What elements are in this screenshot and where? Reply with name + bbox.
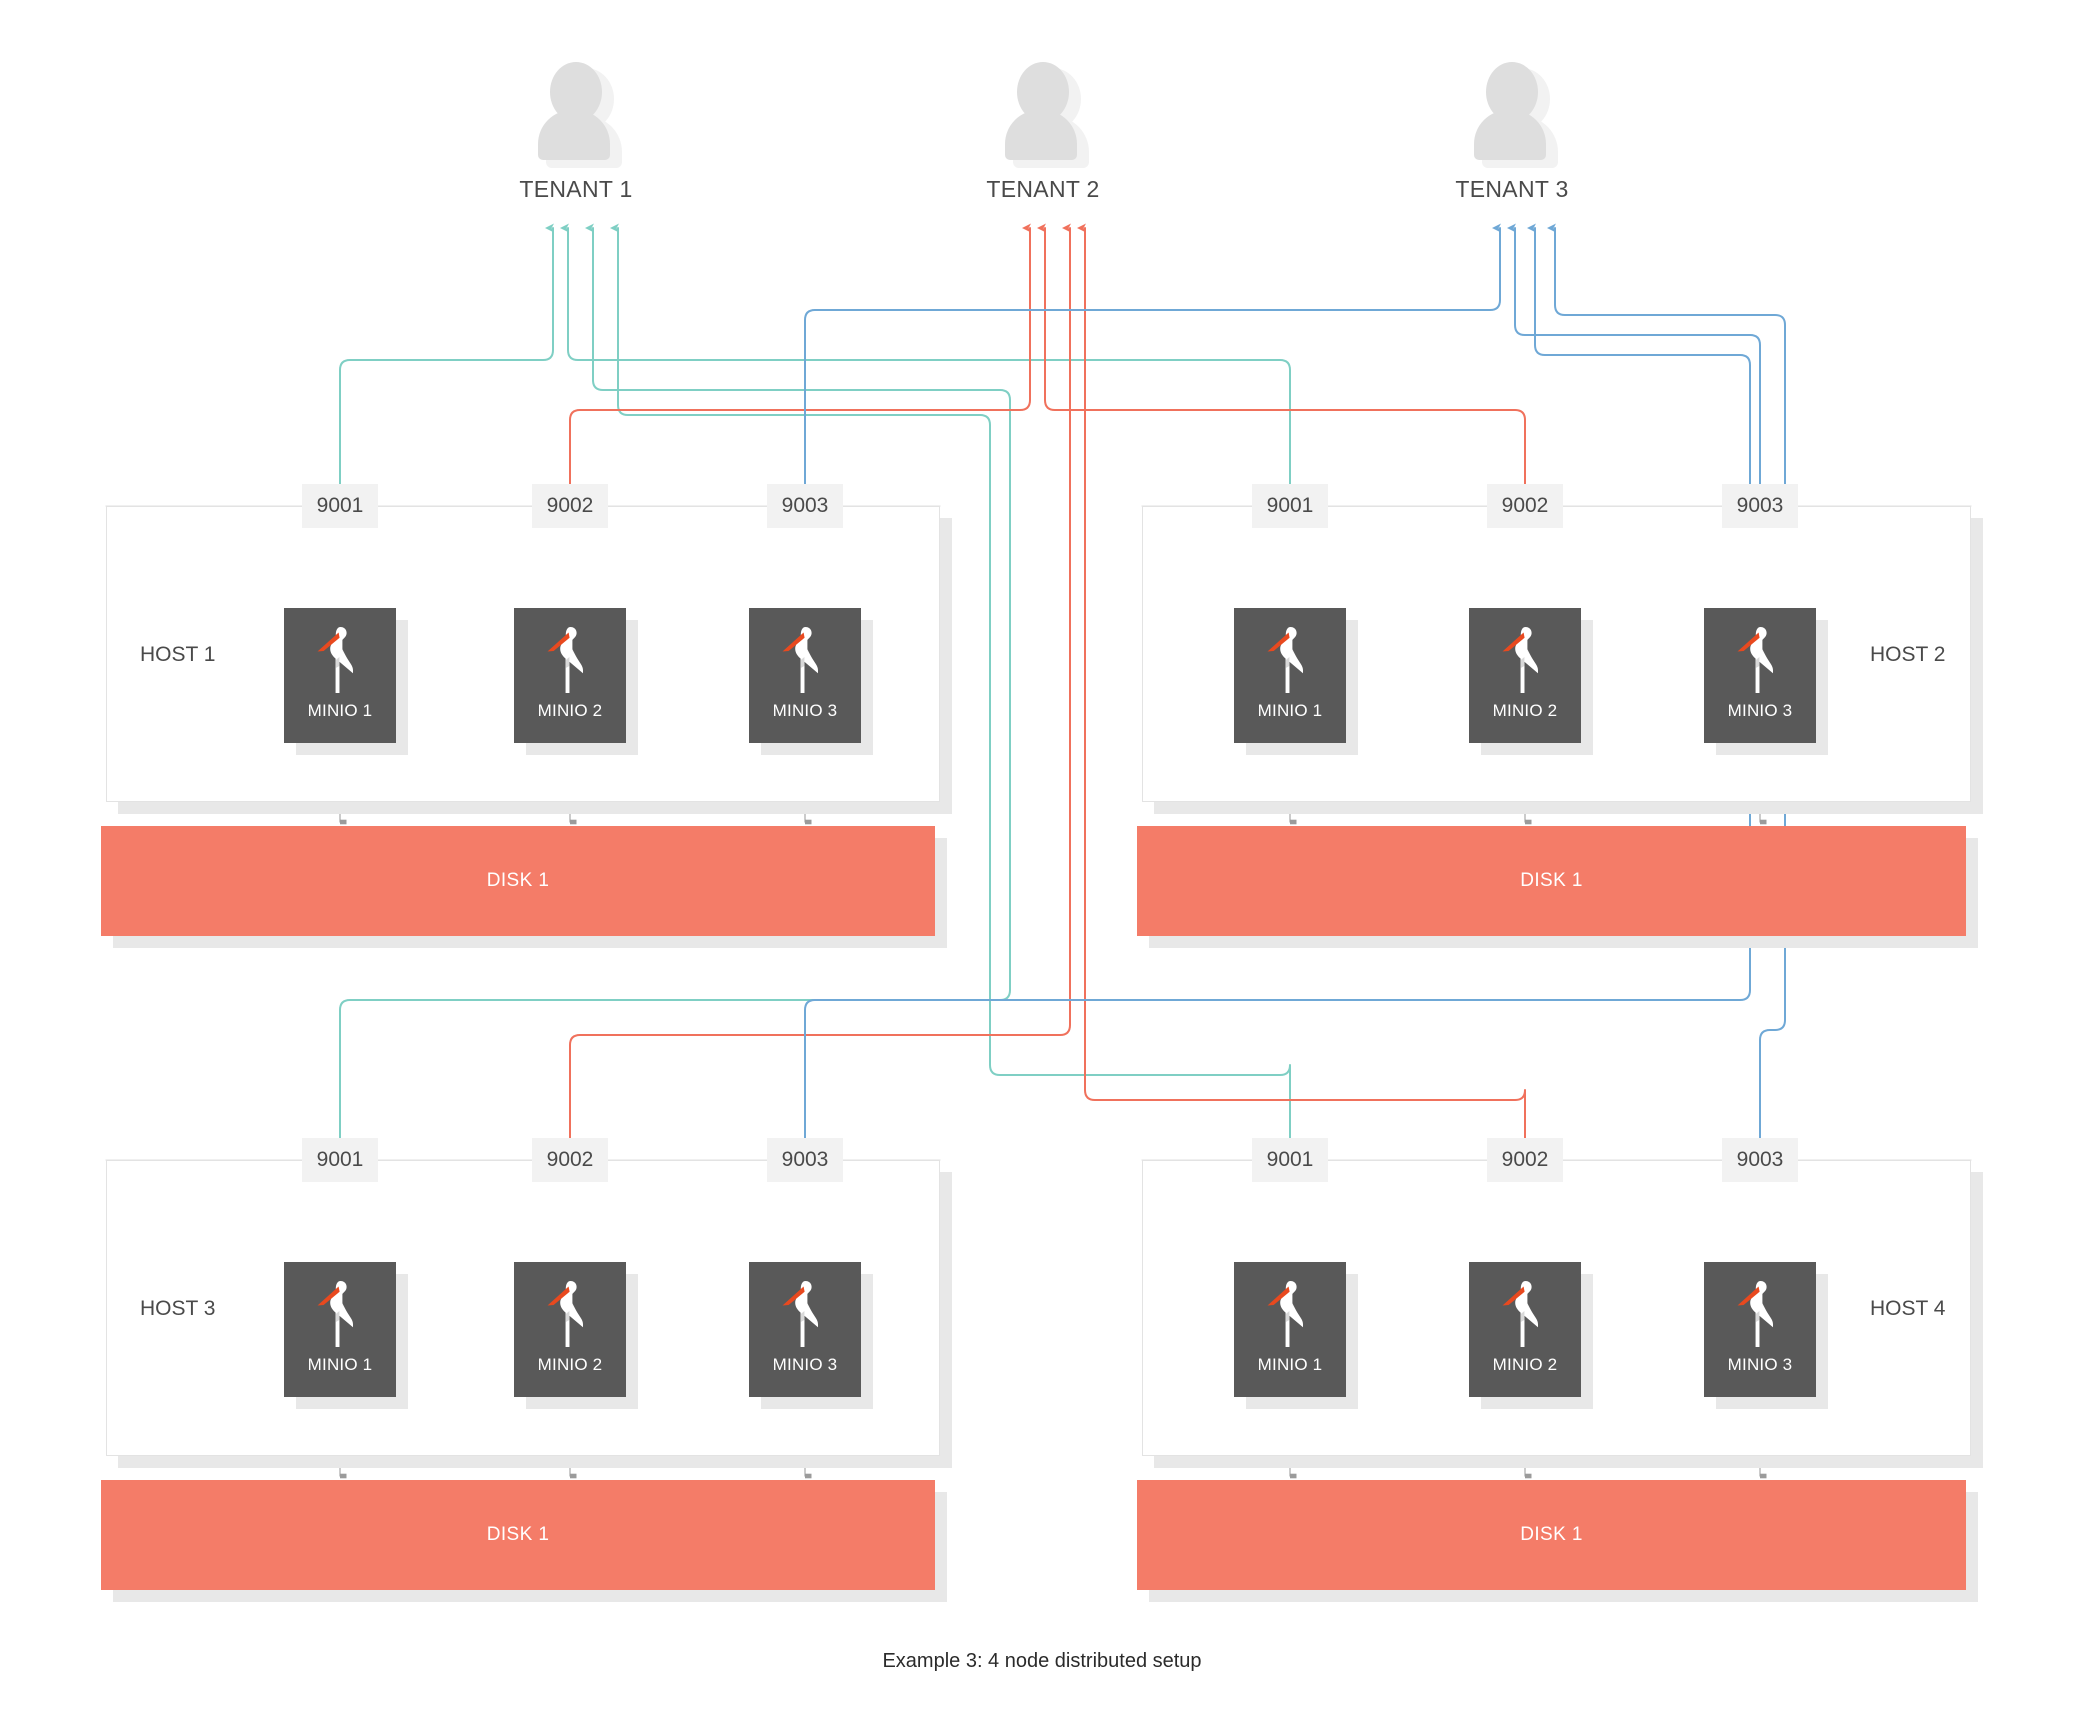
minio-node[interactable]: MINIO 3 [749, 608, 861, 743]
tenant-label: TENANT 2 [986, 176, 1100, 202]
port-chip[interactable]: 9001 [1252, 484, 1328, 528]
disk-bar: DISK 1 [1137, 1480, 1966, 1590]
disk-bar: DISK 1 [101, 1480, 935, 1590]
disk-bar: DISK 1 [101, 826, 935, 936]
minio-node[interactable]: MINIO 3 [749, 1262, 861, 1397]
minio-stork-icon [782, 627, 818, 693]
figure-caption: Example 3: 4 node distributed setup [882, 1650, 1202, 1672]
node-label: MINIO 2 [537, 1355, 603, 1374]
minio-stork-icon [1267, 627, 1303, 693]
minio-stork-icon [317, 1281, 353, 1347]
user-icon [528, 58, 624, 168]
node-label: MINIO 2 [1492, 701, 1558, 720]
host-label: HOST 4 [1870, 1297, 1946, 1320]
port-chip[interactable]: 9003 [767, 1138, 843, 1182]
minio-node[interactable]: MINIO 1 [1234, 608, 1346, 743]
minio-stork-icon [547, 1281, 583, 1347]
node-label: MINIO 3 [1727, 1355, 1793, 1374]
minio-stork-icon [1737, 627, 1773, 693]
tenant-2[interactable]: TENANT 2 [953, 58, 1133, 203]
minio-node[interactable]: MINIO 1 [284, 608, 396, 743]
port-chip[interactable]: 9003 [767, 484, 843, 528]
minio-node[interactable]: MINIO 1 [1234, 1262, 1346, 1397]
tenant-3[interactable]: TENANT 3 [1422, 58, 1602, 203]
minio-node[interactable]: MINIO 2 [514, 1262, 626, 1397]
port-chip[interactable]: 9001 [302, 1138, 378, 1182]
host-label: HOST 1 [140, 643, 216, 666]
node-label: MINIO 1 [307, 701, 373, 720]
node-label: MINIO 3 [1727, 701, 1793, 720]
minio-node[interactable]: MINIO 2 [1469, 608, 1581, 743]
port-chip[interactable]: 9003 [1722, 484, 1798, 528]
port-chip[interactable]: 9002 [1487, 484, 1563, 528]
minio-stork-icon [1502, 627, 1538, 693]
minio-stork-icon [1737, 1281, 1773, 1347]
node-label: MINIO 1 [307, 1355, 373, 1374]
host-label: HOST 3 [140, 1297, 216, 1320]
node-label: MINIO 2 [537, 701, 603, 720]
node-label: MINIO 3 [772, 1355, 838, 1374]
disk-bar: DISK 1 [1137, 826, 1966, 936]
tenant-label: TENANT 1 [519, 176, 633, 202]
node-label: MINIO 3 [772, 701, 838, 720]
node-label: MINIO 1 [1257, 701, 1323, 720]
minio-node[interactable]: MINIO 3 [1704, 1262, 1816, 1397]
port-chip[interactable]: 9003 [1722, 1138, 1798, 1182]
minio-node[interactable]: MINIO 2 [514, 608, 626, 743]
node-label: MINIO 1 [1257, 1355, 1323, 1374]
port-chip[interactable]: 9001 [302, 484, 378, 528]
minio-stork-icon [547, 627, 583, 693]
minio-node[interactable]: MINIO 1 [284, 1262, 396, 1397]
minio-stork-icon [1267, 1281, 1303, 1347]
minio-stork-icon [782, 1281, 818, 1347]
port-chip[interactable]: 9001 [1252, 1138, 1328, 1182]
user-icon [1464, 58, 1560, 168]
port-chip[interactable]: 9002 [532, 1138, 608, 1182]
host-label: HOST 2 [1870, 643, 1946, 666]
minio-stork-icon [1502, 1281, 1538, 1347]
tenant-1[interactable]: TENANT 1 [486, 58, 666, 203]
minio-stork-icon [317, 627, 353, 693]
minio-node[interactable]: MINIO 2 [1469, 1262, 1581, 1397]
user-icon [995, 58, 1091, 168]
minio-node[interactable]: MINIO 3 [1704, 608, 1816, 743]
port-chip[interactable]: 9002 [1487, 1138, 1563, 1182]
port-chip[interactable]: 9002 [532, 484, 608, 528]
node-label: MINIO 2 [1492, 1355, 1558, 1374]
tenant-label: TENANT 3 [1455, 176, 1569, 202]
